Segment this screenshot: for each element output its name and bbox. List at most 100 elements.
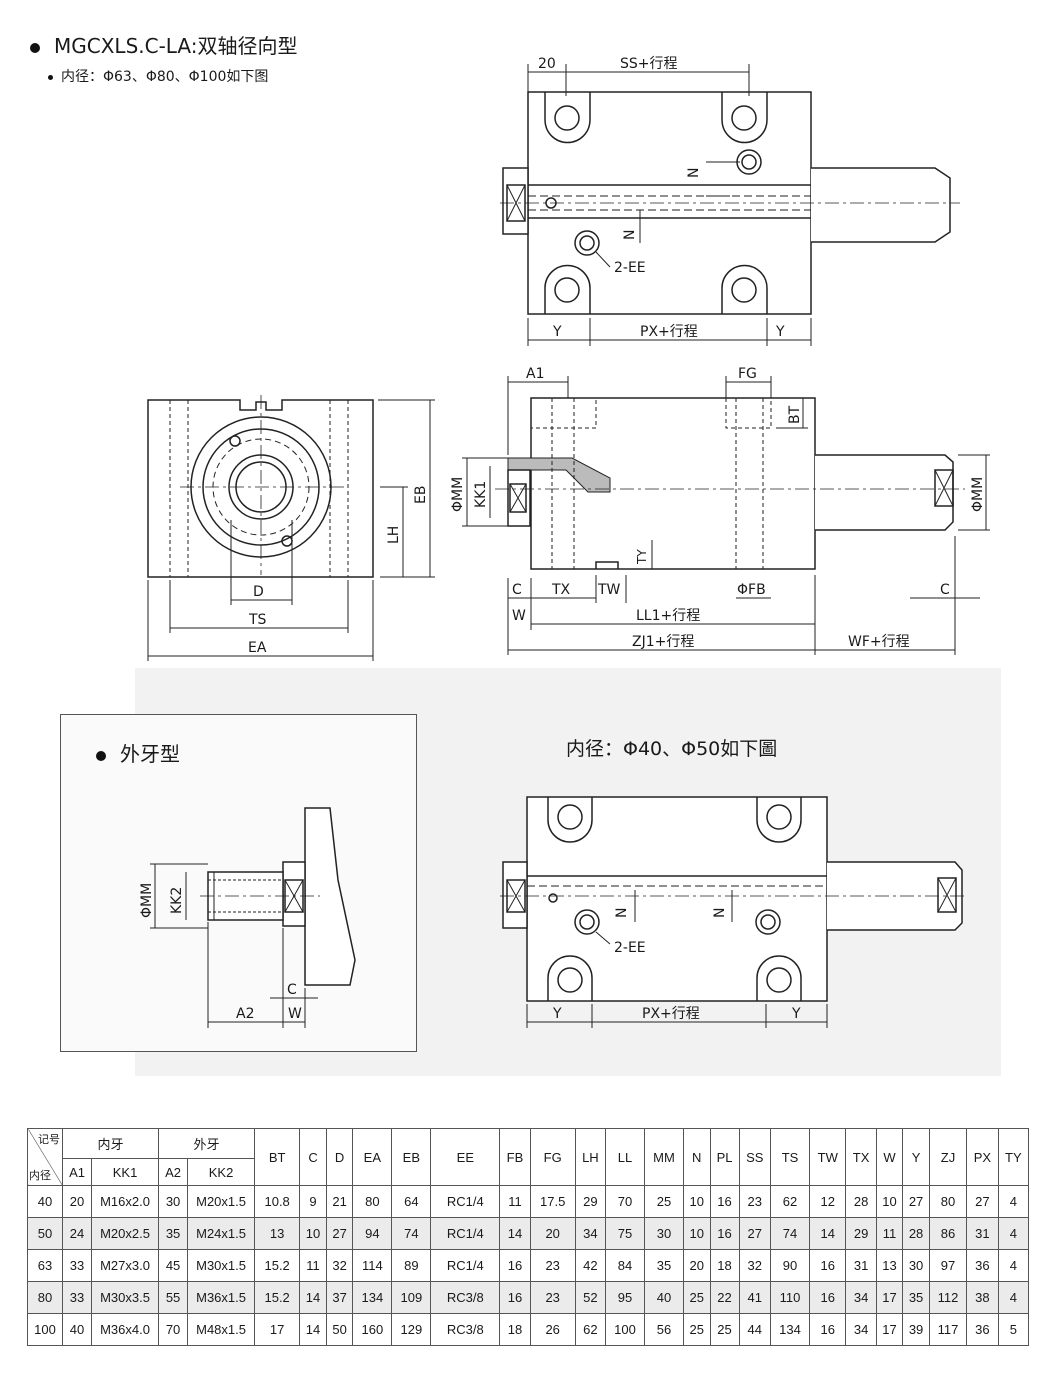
dim-tx-label: TX: [551, 582, 571, 598]
table-cell: 95: [605, 1281, 646, 1314]
table-cell: 10: [875, 1185, 904, 1218]
header-inner-thread: 内牙: [61, 1128, 160, 1159]
dim-kk1-label: KK1: [473, 481, 489, 508]
column-header: LL: [605, 1128, 646, 1186]
table-cell: 14: [299, 1313, 327, 1346]
dim-kk2-label: KK2: [169, 887, 185, 914]
dim-a1-label: A1: [526, 366, 544, 382]
table-cell: RC1/4: [430, 1249, 501, 1282]
front-view-drawing: [147, 395, 435, 661]
table-cell: 20: [682, 1249, 711, 1282]
external-thread-title: 外牙型: [96, 738, 180, 767]
column-header: TS: [770, 1128, 811, 1186]
table-cell: 4: [997, 1185, 1030, 1218]
table-cell: 129: [391, 1313, 432, 1346]
table-cell: 17: [875, 1313, 904, 1346]
bore-size-cell: 40: [27, 1185, 63, 1218]
table-cell: 14: [299, 1281, 327, 1314]
table-cell: 25: [682, 1313, 711, 1346]
dim-y-label: Y: [775, 324, 785, 340]
table-cell: M36x1.5: [187, 1281, 256, 1314]
table-cell: 44: [738, 1313, 772, 1346]
table-cell: 24: [61, 1217, 93, 1250]
dim-fg-label: FG: [738, 366, 757, 382]
table-cell: 16: [709, 1185, 740, 1218]
table-cell: 56: [644, 1313, 684, 1346]
table-cell: 34: [845, 1313, 877, 1346]
table-cell: 30: [902, 1249, 930, 1282]
table-cell: 89: [391, 1249, 432, 1282]
table-cell: 32: [325, 1249, 354, 1282]
table-cell: 13: [875, 1249, 904, 1282]
table-cell: 10.8: [254, 1185, 301, 1218]
column-header: A1: [61, 1158, 93, 1186]
table-cell: 80: [928, 1185, 968, 1218]
column-header: EA: [352, 1128, 393, 1186]
table-cell: 17.5: [529, 1185, 576, 1218]
dim-zj1-label: ZJ1+行程: [632, 634, 694, 650]
table-cell: 39: [902, 1313, 930, 1346]
table-cell: 27: [738, 1217, 772, 1250]
table-cell: 27: [325, 1217, 354, 1250]
table-cell: 11: [299, 1249, 327, 1282]
column-header: ZJ: [928, 1128, 968, 1186]
table-cell: 31: [966, 1217, 999, 1250]
table-cell: 33: [61, 1249, 93, 1282]
table-cell: 25: [682, 1281, 711, 1314]
top-view-drawing: [500, 64, 960, 346]
dim-y-label: Y: [552, 1006, 562, 1022]
table-cell: RC1/4: [430, 1185, 501, 1218]
bullet-icon: [30, 42, 40, 53]
column-header: PL: [709, 1128, 740, 1186]
dim-d-label: D: [253, 584, 264, 600]
table-cell: 40: [644, 1281, 684, 1314]
table-cell: 16: [809, 1249, 847, 1282]
dim-mm-label: ΦMM: [139, 883, 155, 918]
dim-tw-label: TW: [597, 582, 621, 598]
table-cell: 34: [845, 1281, 877, 1314]
table-cell: 4: [997, 1217, 1030, 1250]
table-cell: 80: [352, 1185, 393, 1218]
column-header: EE: [430, 1128, 501, 1186]
table-cell: 75: [605, 1217, 646, 1250]
dim-ty-label: TY: [635, 549, 649, 565]
page-title: MGCXLS.C-LA:双轴径向型: [30, 30, 297, 59]
column-header: FG: [529, 1128, 576, 1186]
table-cell: 110: [770, 1281, 811, 1314]
column-header: FB: [499, 1128, 531, 1186]
table-cell: 10: [299, 1217, 327, 1250]
dim-20-label: 20: [538, 56, 556, 72]
table-cell: 15.2: [254, 1281, 301, 1314]
dim-mm-label: ΦMM: [450, 477, 466, 512]
table-cell: 97: [928, 1249, 968, 1282]
table-cell: 16: [499, 1281, 531, 1314]
table-cell: 30: [644, 1217, 684, 1250]
table-cell: 4: [997, 1249, 1030, 1282]
column-header: D: [325, 1128, 354, 1186]
table-cell: M20x1.5: [187, 1185, 256, 1218]
table-cell: 31: [845, 1249, 877, 1282]
table-cell: 94: [352, 1217, 393, 1250]
table-cell: 33: [61, 1281, 93, 1314]
table-cell: 29: [845, 1217, 877, 1250]
table-cell: 16: [809, 1281, 847, 1314]
table-cell: 30: [158, 1185, 189, 1218]
dim-a2-label: A2: [236, 1006, 254, 1022]
table-cell: 13: [254, 1217, 301, 1250]
table-cell: 35: [644, 1249, 684, 1282]
column-header: PX: [966, 1128, 999, 1186]
table-cell: 26: [529, 1313, 576, 1346]
dim-fb-label: ΦFB: [737, 582, 766, 598]
bullet-icon: [96, 750, 106, 761]
table-cell: 23: [738, 1185, 772, 1218]
column-header: TW: [809, 1128, 847, 1186]
side-view-drawing: [462, 376, 990, 655]
table-cell: M24x1.5: [187, 1217, 256, 1250]
table-cell: 35: [158, 1217, 189, 1250]
bore-size-cell: 100: [27, 1313, 63, 1346]
table-cell: 14: [809, 1217, 847, 1250]
table-cell: M48x1.5: [187, 1313, 256, 1346]
